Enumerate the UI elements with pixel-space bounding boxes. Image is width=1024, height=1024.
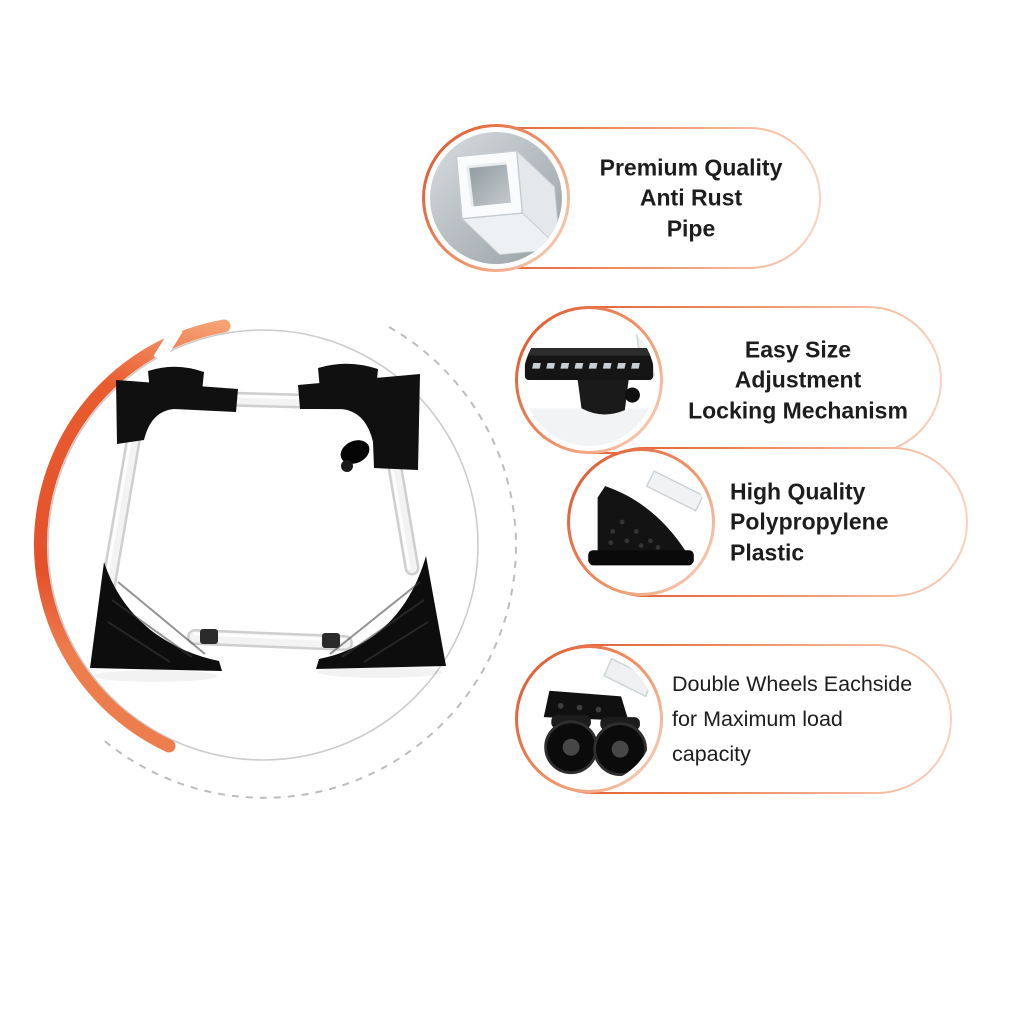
feature-title-line: Locking Mechanism [688,397,908,424]
feature-callout-wheels: Double Wheels Eachside for Maximum load … [515,644,952,794]
feature-photo-ring [422,124,570,272]
feature-photo-ring [515,645,663,793]
feature-title-line: Polypropylene [730,508,889,535]
feature-callout-locking: Easy Size Adjustment Locking Mechanism [515,306,942,454]
feature-title: Premium Quality Anti Rust Pipe [585,152,797,243]
orange-gradient-arc [34,319,231,753]
feature-title-line: Anti Rust [639,184,743,211]
double-wheels-icon [523,653,655,785]
locking-mechanism-icon [523,314,655,446]
feature-title: High Quality Polypropylene Plastic [730,476,944,567]
solid-gray-ring [47,329,479,761]
locking-knob [340,440,370,464]
feature-title: Double Wheels Eachside for Maximum load … [672,667,936,771]
feature-title: Easy Size Adjustment Locking Mechanism [678,334,918,425]
feature-title-line: Premium Quality [599,154,783,181]
square-pipe-icon [430,132,562,264]
feature-photo-ring [515,306,663,454]
feature-title-line: Double Wheels Eachside [672,671,913,696]
feature-title-line: Pipe [666,215,716,242]
arc-gap [153,325,183,363]
feature-title-line: Easy Size [744,336,852,363]
product-pipes [100,389,420,651]
product-base-image [34,319,517,799]
plastic-corner-icon [575,456,707,588]
corner-brackets [90,363,446,671]
feature-callout-plastic: High Quality Polypropylene Plastic [567,447,968,597]
feature-photo-ring [567,448,715,596]
pipe-connectors [200,629,340,648]
feature-title-line: for Maximum load [672,706,843,731]
dashed-gray-ring [100,326,517,799]
feature-title-line: capacity [672,741,751,766]
feature-callout-pipe: Premium Quality Anti Rust Pipe [422,124,821,272]
product-showcase [0,270,545,830]
feature-title-line: Plastic [730,539,805,566]
feature-title-line: High Quality [730,478,866,505]
feature-title-line: Adjustment [734,366,862,393]
